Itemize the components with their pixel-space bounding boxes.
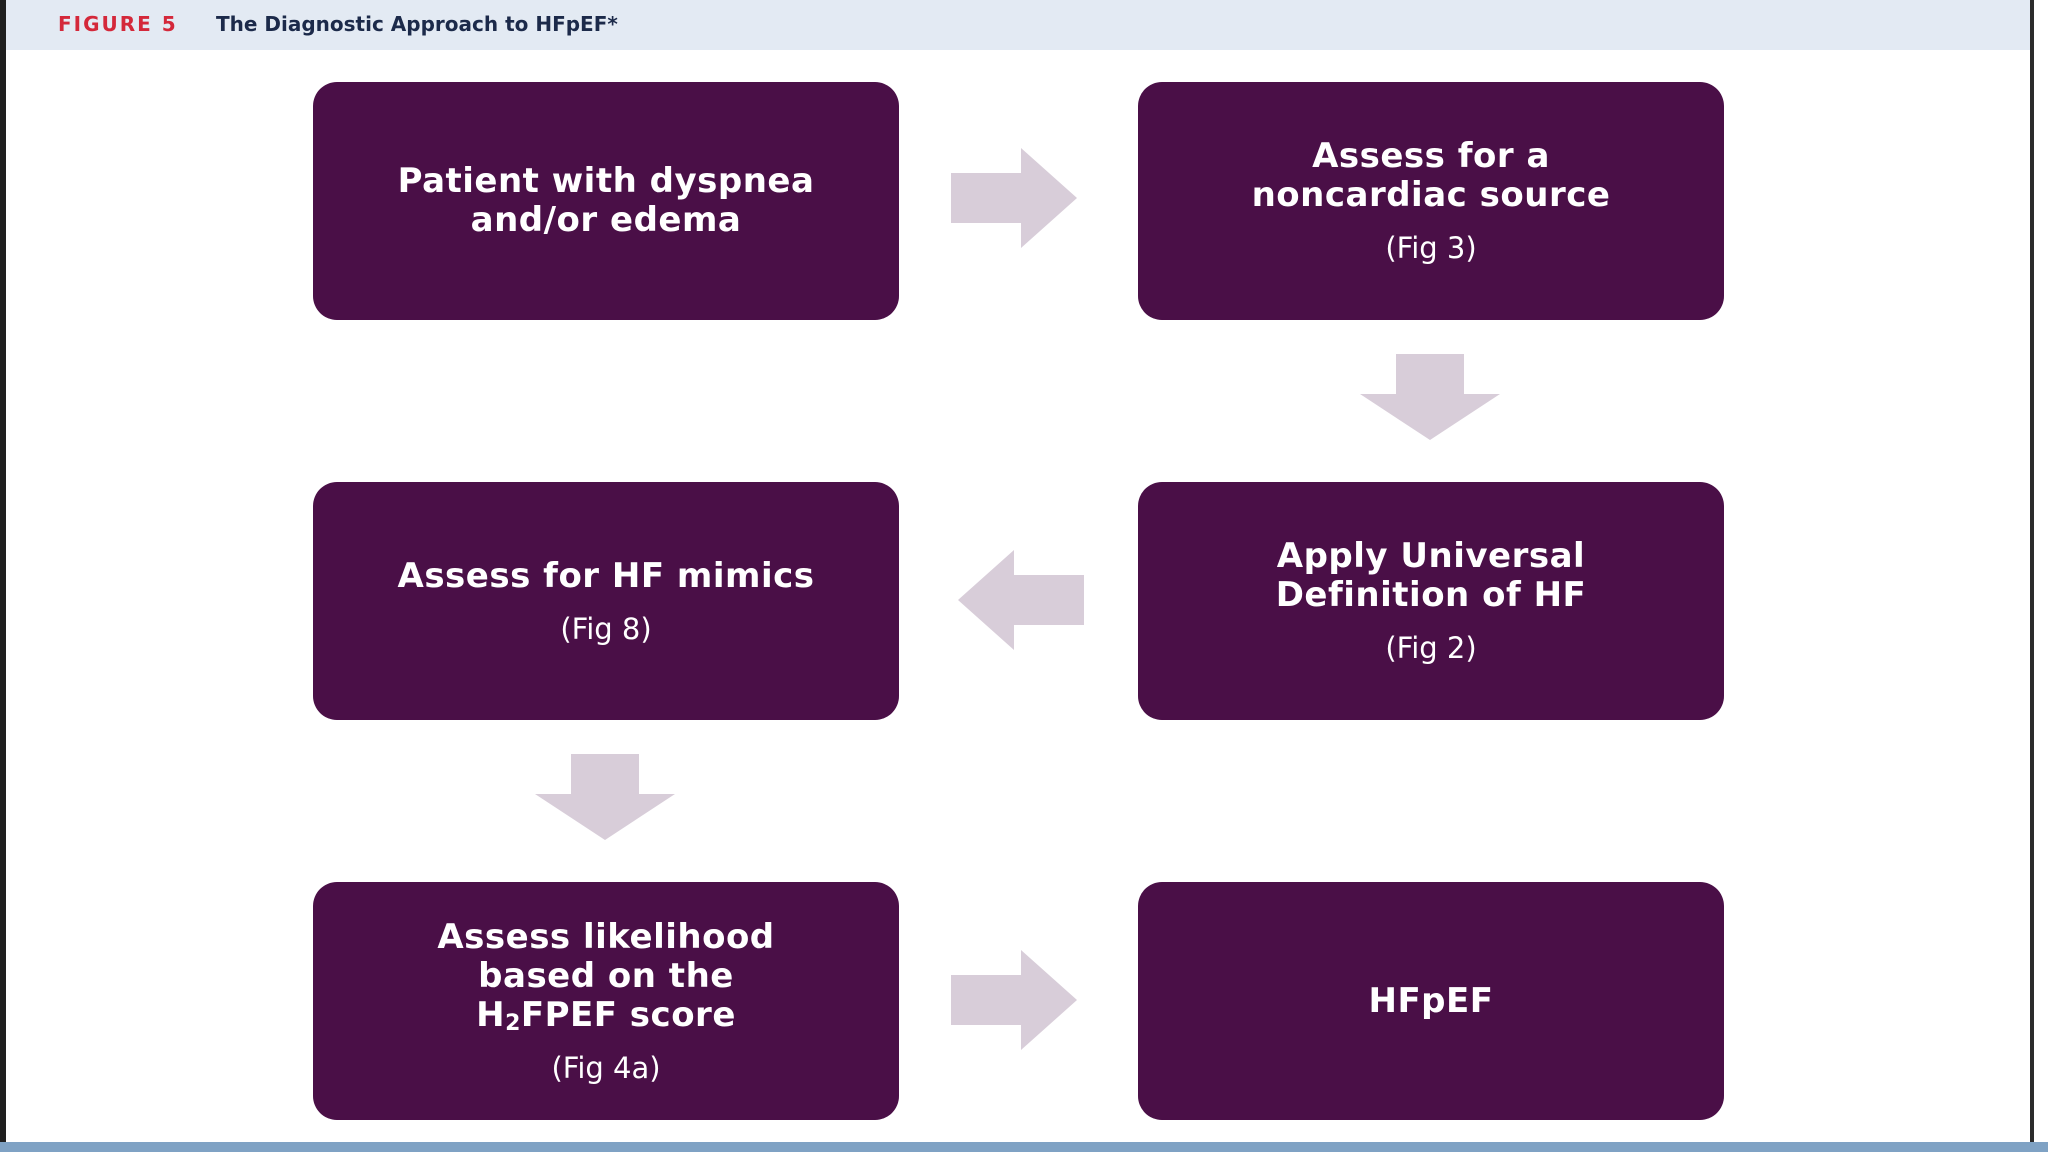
arrow-down-icon-2 (535, 754, 675, 840)
node-patient-line2: and/or edema (470, 200, 742, 240)
node-likelihood-line1: Assess likelihood (437, 916, 775, 957)
node-noncardiac-text: Assess for a noncardiac source (1252, 137, 1611, 215)
bottom-border (0, 1142, 2048, 1152)
node-noncardiac-ref: (Fig 3) (1385, 231, 1477, 265)
node-likelihood-subscript: 2 (505, 1010, 521, 1036)
node-likelihood: Assess likelihood based on the H2FPEF sc… (313, 882, 899, 1120)
figure-label: FIGURE 5 (58, 12, 178, 36)
node-likelihood-line3: H2FPEF score (437, 994, 774, 1036)
node-patient-line1: Patient with dyspnea (397, 161, 815, 201)
node-universal-line2: Definition of HF (1275, 575, 1587, 615)
node-noncardiac-line2: noncardiac source (1251, 175, 1611, 215)
node-noncardiac-line1: Assess for a (1312, 136, 1550, 176)
arrow-down-icon (1360, 354, 1500, 440)
node-likelihood-line2: based on the (478, 955, 734, 996)
node-hfpef-line1: HFpEF (1368, 980, 1494, 1021)
node-likelihood-text: Assess likelihood based on the H2FPEF sc… (437, 916, 775, 1036)
node-universal-ref: (Fig 2) (1385, 631, 1477, 665)
figure-header: FIGURE 5 The Diagnostic Approach to HFpE… (6, 0, 2030, 50)
node-mimics-line1: Assess for HF mimics (397, 555, 815, 596)
node-hfpef: HFpEF (1138, 882, 1724, 1120)
node-universal: Apply Universal Definition of HF (Fig 2) (1138, 482, 1724, 720)
right-border (2030, 0, 2034, 1152)
node-likelihood-h: H (476, 994, 506, 1035)
node-likelihood-ref: (Fig 4a) (551, 1050, 661, 1085)
node-likelihood-score: FPEF score (520, 994, 736, 1035)
figure-title: The Diagnostic Approach to HFpEF* (216, 12, 618, 36)
left-border (0, 0, 6, 1152)
arrow-right-icon (951, 148, 1077, 248)
node-mimics-ref: (Fig 8) (560, 611, 652, 646)
node-patient-text: Patient with dyspnea and/or edema (398, 162, 815, 240)
node-hfpef-text: HFpEF (1368, 980, 1494, 1021)
arrow-right-icon-2 (951, 950, 1077, 1050)
node-mimics-text: Assess for HF mimics (397, 555, 815, 596)
node-patient: Patient with dyspnea and/or edema (313, 82, 899, 320)
node-universal-text: Apply Universal Definition of HF (1276, 537, 1587, 615)
arrow-left-icon (958, 550, 1084, 650)
node-mimics: Assess for HF mimics (Fig 8) (313, 482, 899, 720)
node-noncardiac: Assess for a noncardiac source (Fig 3) (1138, 82, 1724, 320)
node-universal-line1: Apply Universal (1276, 536, 1586, 576)
